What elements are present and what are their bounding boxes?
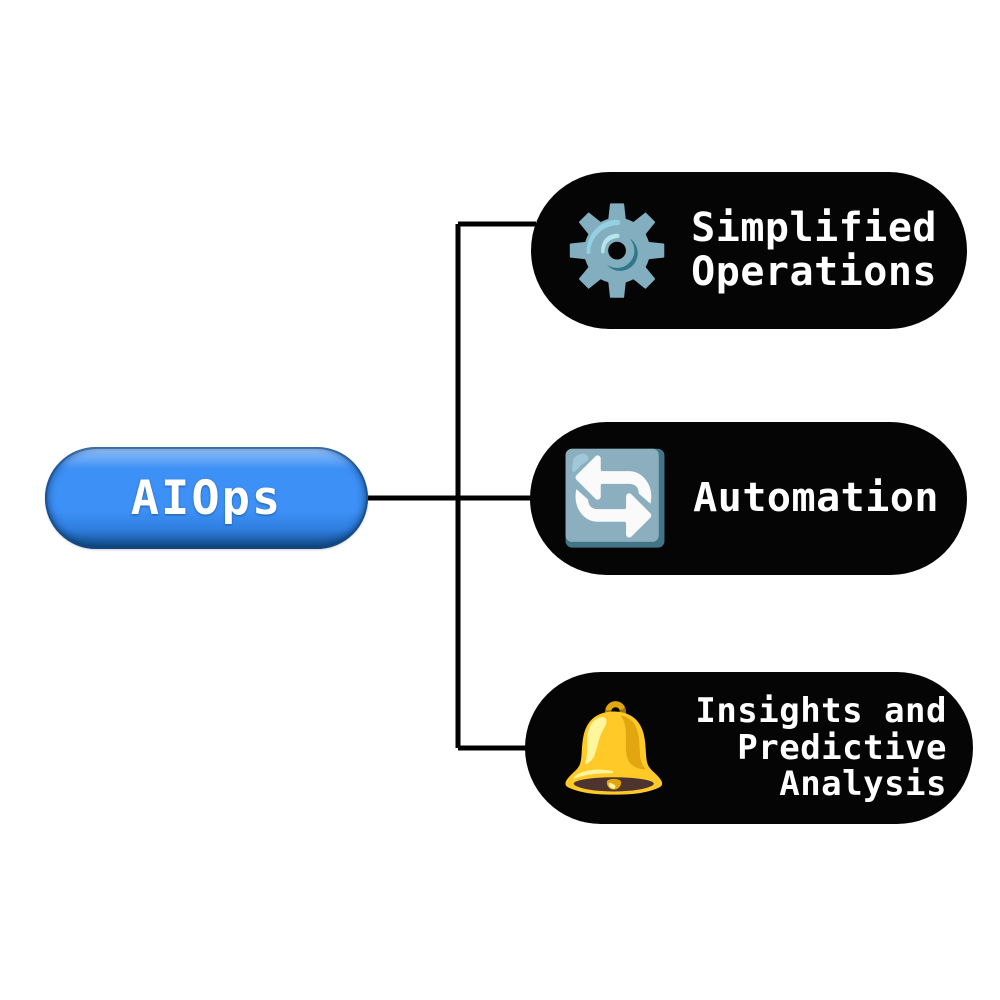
branch-node-simplified-operations[interactable]: ⚙️ Simplified Operations xyxy=(531,172,967,329)
bell-icon: 🔔 xyxy=(559,696,669,799)
root-node-aiops[interactable]: AIOps xyxy=(45,447,368,549)
refresh-cycle-icon: 🔄 xyxy=(558,445,672,551)
branch-node-automation[interactable]: 🔄 Automation xyxy=(530,422,967,575)
branch-node-label-insights-predictive-analysis: Insights and Predictive Analysis xyxy=(695,690,947,805)
branch-node-label-simplified-operations: Simplified Operations xyxy=(691,205,937,295)
root-node-label: AIOps xyxy=(130,470,283,526)
branch-node-label-automation: Automation xyxy=(693,474,939,521)
gear-icon: ⚙️ xyxy=(563,200,671,301)
branch-node-insights-predictive-analysis[interactable]: 🔔 Insights and Predictive Analysis xyxy=(525,672,973,824)
